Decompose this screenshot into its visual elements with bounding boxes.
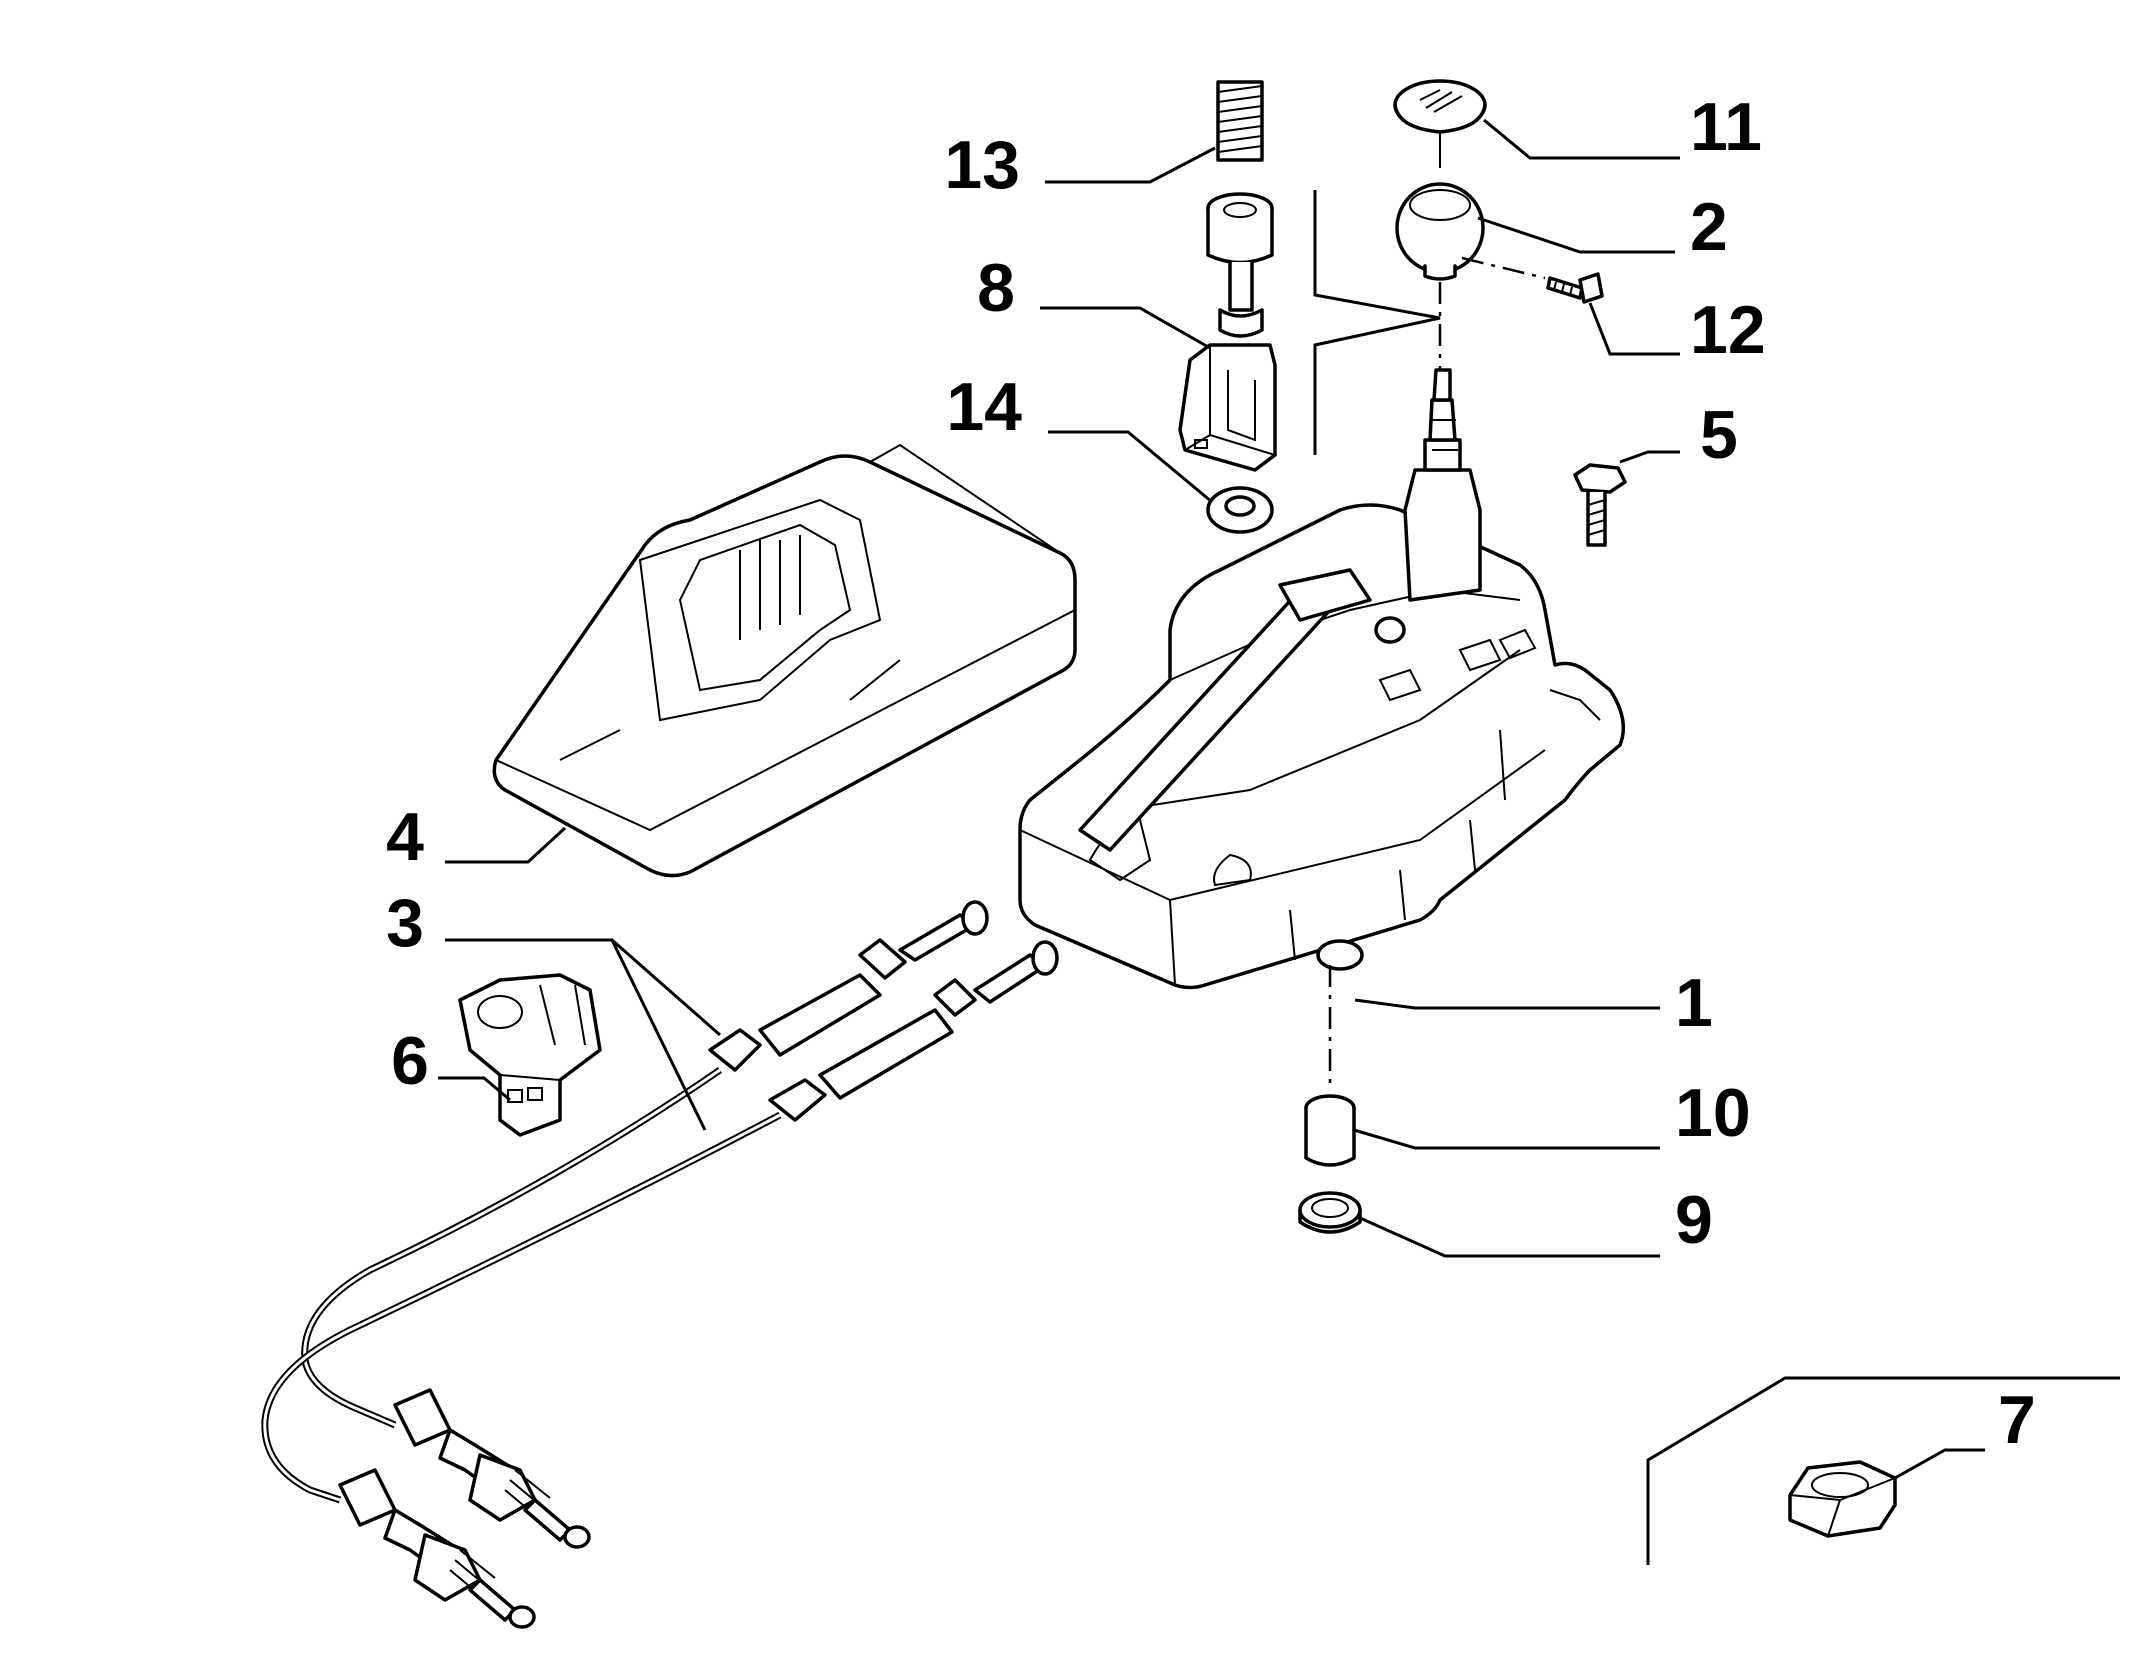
part-3-cables [261, 900, 1059, 1629]
part-12-screw [1461, 256, 1604, 304]
callout-6: 6 [391, 1023, 429, 1099]
callout-2: 2 [1690, 189, 1728, 265]
callout-10: 10 [1675, 1075, 1751, 1151]
part-2-knob [1395, 182, 1485, 370]
part-11-cap [1393, 79, 1487, 168]
part-9-grommet [1298, 1191, 1362, 1234]
callout-12: 12 [1690, 292, 1766, 368]
assembly-bracket [1313, 190, 1441, 455]
part-13-spring [1216, 80, 1264, 162]
callout-14: 14 [946, 369, 1022, 445]
callout-13: 13 [944, 127, 1020, 203]
part-6-clip [458, 973, 602, 1137]
part-5-bolt [1573, 463, 1627, 547]
callout-4: 4 [386, 799, 424, 875]
part-8-holder [1178, 192, 1277, 472]
part-10-bushing [1304, 965, 1356, 1167]
part-14-washer [1206, 486, 1274, 534]
callout-8: 8 [977, 250, 1015, 326]
callout-11: 11 [1690, 89, 1762, 165]
inset-frame [1646, 1376, 2120, 1565]
part-7-nut [1646, 1376, 2120, 1565]
callout-5: 5 [1700, 397, 1738, 473]
callout-numbers: 1 2 3 4 5 6 7 8 9 10 11 12 13 14 [386, 89, 2036, 1458]
callout-7: 7 [1998, 1382, 2036, 1458]
callout-1: 1 [1675, 965, 1713, 1041]
part-4-cover [492, 443, 1077, 878]
part-1-housing [1018, 368, 1626, 990]
callout-9: 9 [1675, 1182, 1713, 1258]
callout-3: 3 [386, 885, 424, 961]
leader-lines [438, 118, 1985, 1480]
